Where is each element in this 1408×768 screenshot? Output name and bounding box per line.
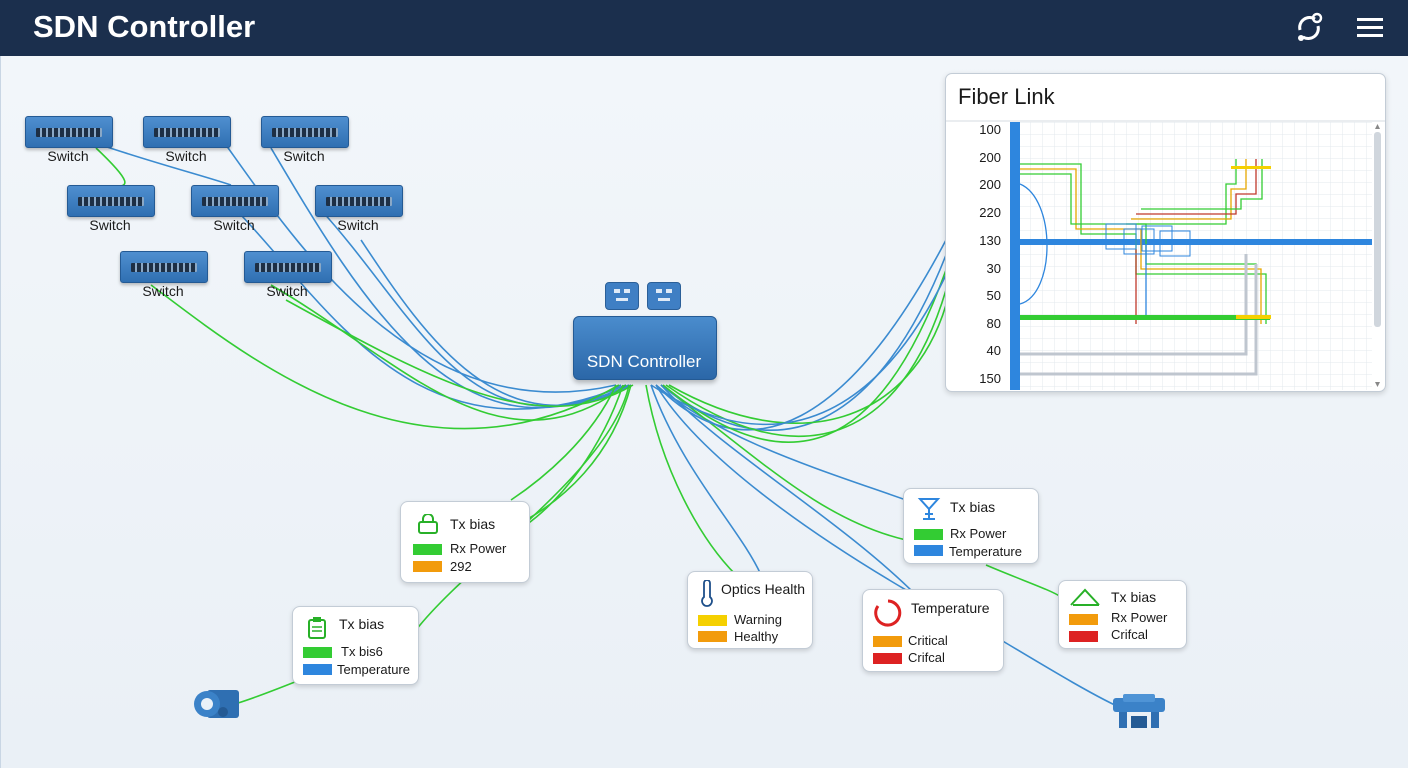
- status-swatch: [914, 529, 943, 540]
- card-title: Optics Health: [721, 581, 806, 597]
- card-row-label: Rx Power: [1111, 610, 1168, 625]
- status-swatch: [914, 545, 943, 556]
- top-bar: SDN Controller: [0, 0, 1408, 56]
- status-swatch: [1069, 631, 1098, 642]
- card-row-label: Rx Power: [950, 526, 1007, 541]
- topology-canvas[interactable]: Switch Switch Switch Switch Switch Switc…: [0, 56, 1408, 768]
- network-device-icon[interactable]: [1109, 692, 1169, 738]
- switch-chassis: [191, 185, 279, 217]
- metric-card[interactable]: Tx bias Tx bis6 Temperature: [292, 606, 419, 685]
- status-swatch: [303, 664, 332, 675]
- switch-ports: [202, 197, 268, 206]
- controller-label: SDN Controller: [586, 352, 702, 371]
- switch-node[interactable]: Switch: [141, 114, 233, 164]
- sdn-controller-node[interactable]: SDN Controller: [571, 278, 719, 382]
- card-row-label: Critical: [908, 633, 948, 648]
- fiber-link-plot: [946, 120, 1385, 390]
- switch-label: Switch: [89, 217, 131, 233]
- card-row-label: Temperature: [337, 662, 410, 677]
- signal-triangle-icon: [1070, 588, 1100, 606]
- metric-card[interactable]: Optics Health Warning Healthy: [687, 571, 813, 649]
- card-title: Temperature: [911, 600, 990, 616]
- optical-transceiver-icon[interactable]: [193, 686, 243, 724]
- switch-node[interactable]: Switch: [242, 249, 334, 299]
- switch-label: Switch: [337, 217, 379, 233]
- switch-ports: [131, 263, 197, 272]
- card-row-label: Tx bis6: [341, 644, 383, 659]
- status-swatch: [413, 544, 442, 555]
- switch-node[interactable]: Switch: [118, 249, 210, 299]
- status-swatch: [303, 647, 332, 658]
- switch-label: Switch: [165, 148, 207, 164]
- switch-ports: [272, 128, 338, 137]
- y-tick-label: 200: [979, 150, 1001, 165]
- switch-chassis: [244, 251, 332, 283]
- switch-node[interactable]: Switch: [313, 183, 405, 233]
- card-title: Tx bias: [950, 499, 996, 515]
- y-tick-label: 40: [986, 343, 1001, 358]
- refresh-sync-icon[interactable]: [1291, 10, 1327, 46]
- metric-card[interactable]: Tx bias Rx Power Temperature: [903, 488, 1039, 564]
- status-swatch: [873, 653, 902, 664]
- switch-label: Switch: [266, 283, 308, 299]
- network-tower-icon: [917, 498, 941, 520]
- card-title: Tx bias: [1111, 589, 1157, 605]
- card-row-label: Warning: [734, 612, 782, 627]
- switch-chassis: [67, 185, 155, 217]
- y-tick-label: 100: [979, 122, 1001, 137]
- switch-label: Switch: [213, 217, 255, 233]
- switch-chassis: [261, 116, 349, 148]
- switch-label: Switch: [283, 148, 325, 164]
- switch-node[interactable]: Switch: [189, 183, 281, 233]
- y-tick-label: 50: [986, 288, 1001, 303]
- status-swatch: [1069, 614, 1098, 625]
- switch-chassis: [315, 185, 403, 217]
- metric-card[interactable]: Tx bias Rx Power 292: [400, 501, 530, 583]
- server-icon: [647, 282, 681, 310]
- switch-ports: [78, 197, 144, 206]
- y-tick-label: 200: [979, 177, 1001, 192]
- switch-ports: [154, 128, 220, 137]
- y-tick-label: 80: [986, 316, 1001, 331]
- card-row-label: Rx Power: [450, 541, 507, 556]
- switch-chassis: [120, 251, 208, 283]
- switch-ports: [255, 263, 321, 272]
- y-tick-label: 150: [979, 371, 1001, 386]
- fiber-link-panel[interactable]: Fiber Link: [945, 73, 1386, 392]
- lock-icon: [418, 514, 438, 534]
- card-row-label: Temperature: [949, 544, 1022, 559]
- gauge-icon: [874, 599, 902, 627]
- status-swatch: [698, 631, 727, 642]
- card-row-label: Crifcal: [1111, 627, 1148, 642]
- switch-chassis: [25, 116, 113, 148]
- y-tick-label: 130: [979, 233, 1001, 248]
- switch-ports: [326, 197, 392, 206]
- card-row-label: Crifcal: [908, 650, 945, 665]
- switch-ports: [36, 128, 102, 137]
- clipboard-icon: [308, 617, 326, 639]
- y-tick-label: 220: [979, 205, 1001, 220]
- app-title: SDN Controller: [33, 9, 256, 44]
- switch-node[interactable]: Switch: [259, 114, 351, 164]
- card-title: Tx bias: [339, 616, 385, 632]
- card-row-label: Healthy: [734, 629, 779, 644]
- switch-node[interactable]: Switch: [23, 114, 115, 164]
- fiber-link-title: Fiber Link: [958, 84, 1055, 109]
- status-swatch: [413, 561, 442, 572]
- server-icon: [605, 282, 639, 310]
- controller-chassis: [573, 316, 717, 380]
- card-title: Tx bias: [450, 516, 496, 532]
- status-swatch: [873, 636, 902, 647]
- card-row-label: 292: [450, 559, 472, 574]
- metric-card[interactable]: Tx bias Rx Power Crifcal: [1058, 580, 1187, 649]
- switch-label: Switch: [47, 148, 89, 164]
- hamburger-menu-icon[interactable]: [1353, 10, 1389, 46]
- metric-card[interactable]: Temperature Critical Crifcal: [862, 589, 1004, 672]
- switch-node[interactable]: Switch: [65, 183, 157, 233]
- thermometer-icon: [701, 580, 713, 607]
- switch-chassis: [143, 116, 231, 148]
- status-swatch: [698, 615, 727, 626]
- switch-label: Switch: [142, 283, 184, 299]
- y-tick-label: 30: [986, 261, 1001, 276]
